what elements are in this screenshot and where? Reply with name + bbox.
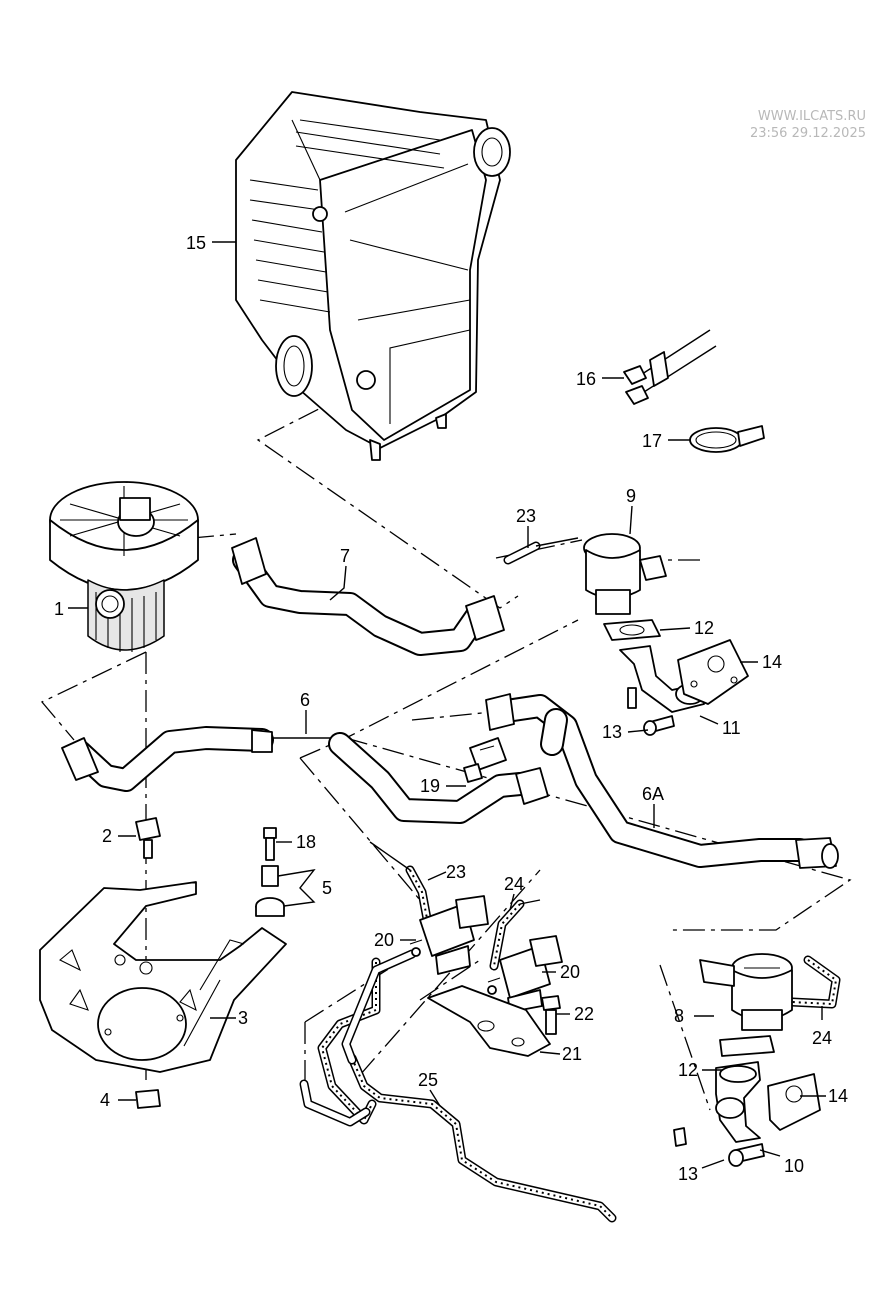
bolt-18 [263,827,277,861]
callout-11: 11 [722,718,741,738]
electrical-connector-19 [463,737,507,783]
vacuum-hose-23-upper [503,537,579,565]
air-filter-housing [235,91,511,461]
vacuum-hose-25 [299,949,617,1223]
bolt-22 [541,995,561,1035]
callout-8: 8 [674,1006,684,1026]
callout-1: 1 [54,599,64,619]
callout-25: 25 [418,1070,438,1090]
watermark-site: WWW.ILCATS.RU [757,109,866,124]
callout-23-lower: 23 [446,862,466,882]
watermark-timestamp: 23:56 29.12.2025 [749,126,866,141]
callout-22: 22 [574,1004,594,1024]
callout-15: 15 [186,233,206,253]
callout-24-lower: 24 [812,1028,832,1048]
bracket-3 [39,881,287,1073]
callout-12-lower: 12 [678,1060,698,1080]
callout-7: 7 [340,546,350,566]
rubber-mounts-5 [255,865,285,917]
vacuum-hose-24-right [787,955,841,1009]
gasket-flange-upper [677,639,749,705]
callout-17: 17 [642,431,662,451]
callout-labels: 15 16 17 1 7 23 9 12 14 6 13 11 19 6A 2 … [54,233,848,1184]
callout-24-upper: 24 [504,874,524,894]
hose-6A [485,693,839,869]
callout-6A: 6A [642,784,664,804]
solenoid-valve-20-left [409,895,489,975]
callout-20-right: 20 [560,962,580,982]
cable-tie [623,329,717,405]
callout-18: 18 [296,832,316,852]
hose-7 [231,537,505,656]
combination-valve-upper [583,533,667,615]
callout-9: 9 [626,486,636,506]
callout-14-lower: 14 [828,1086,848,1106]
callout-10: 10 [784,1156,804,1176]
mounting-bracket-21 [427,985,551,1057]
callout-5: 5 [322,878,332,898]
gasket-upper [603,619,661,641]
callout-23-upper: 23 [516,506,536,526]
bolt-2 [135,817,161,859]
callout-21: 21 [562,1044,582,1064]
callout-13-lower: 13 [678,1164,698,1184]
gasket-flange-lower [767,1073,821,1131]
callout-6: 6 [300,690,310,710]
callout-16: 16 [576,369,596,389]
solenoid-valve-20-right [487,935,563,1013]
hose-6 [61,726,549,824]
callout-3: 3 [238,1008,248,1028]
callout-20-left: 20 [374,930,394,950]
combination-valve-lower [699,953,793,1031]
secondary-air-pump [49,481,199,652]
callout-13-upper: 13 [602,722,622,742]
gasket-lower [719,1035,775,1057]
bolt-13-upper [627,687,675,736]
leader-lines [68,241,826,1169]
watermark: WWW.ILCATS.RU 23:56 29.12.2025 [750,108,866,142]
vacuum-hose-23-lower [369,841,433,929]
connecting-pipe-lower [715,1061,761,1143]
bolt-13-lower [673,1127,765,1167]
nut-4 [135,1089,161,1109]
vacuum-hose-24-lower-left [489,899,541,971]
callout-14-upper: 14 [762,652,782,672]
callout-12-upper: 12 [694,618,714,638]
callout-19: 19 [420,776,440,796]
hose-clamp [689,425,765,453]
callout-2: 2 [102,826,112,846]
callout-4: 4 [100,1090,110,1110]
